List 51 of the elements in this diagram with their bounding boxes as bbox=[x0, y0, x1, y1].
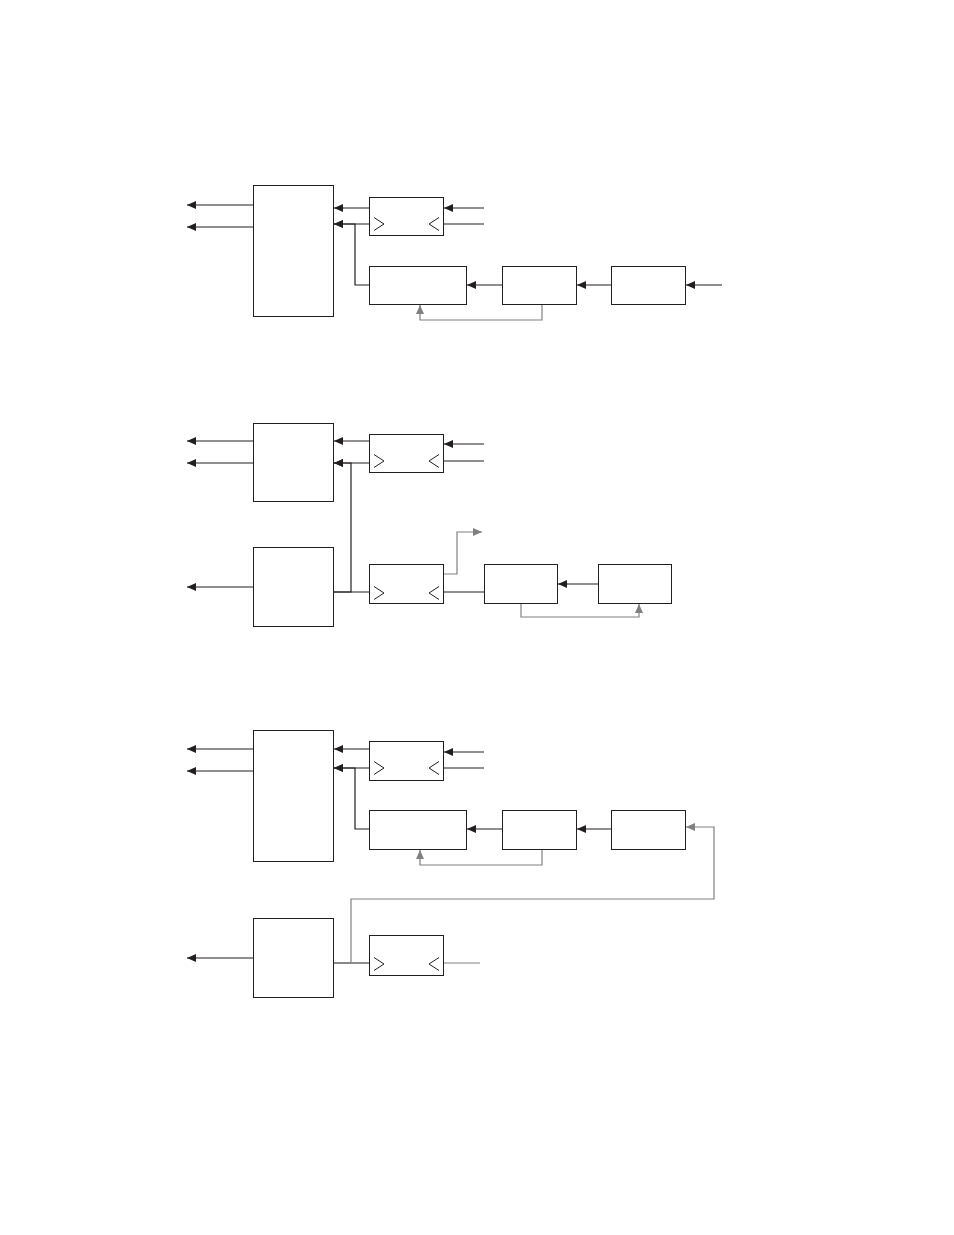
arrow bbox=[416, 304, 543, 321]
arrow bbox=[186, 437, 254, 445]
connector-line bbox=[443, 767, 485, 769]
arrow bbox=[186, 223, 254, 231]
arrow bbox=[443, 528, 483, 575]
arrow bbox=[333, 823, 715, 964]
connector-line bbox=[443, 460, 485, 462]
arrow bbox=[333, 745, 370, 753]
arrow bbox=[333, 204, 370, 212]
arrow bbox=[443, 440, 485, 448]
block-box bbox=[369, 935, 444, 976]
arrow bbox=[576, 825, 612, 833]
block-box bbox=[611, 266, 686, 305]
arrow bbox=[186, 954, 254, 962]
block-box bbox=[369, 266, 467, 305]
connector-line bbox=[443, 223, 485, 225]
arrow bbox=[466, 281, 503, 289]
arrow bbox=[186, 459, 254, 467]
arrow bbox=[333, 437, 370, 445]
arrow bbox=[186, 201, 254, 209]
block-box bbox=[369, 434, 444, 473]
block-box bbox=[253, 730, 334, 862]
connector-line bbox=[443, 591, 485, 593]
block-box bbox=[611, 810, 686, 850]
block-box bbox=[369, 741, 444, 781]
arrow bbox=[186, 767, 254, 775]
arrow bbox=[333, 459, 352, 593]
block-box bbox=[253, 423, 334, 502]
arrow bbox=[443, 204, 485, 212]
arrow bbox=[416, 849, 543, 866]
arrow bbox=[186, 583, 254, 591]
arrow bbox=[443, 748, 485, 756]
arrow bbox=[557, 580, 599, 588]
block-box bbox=[502, 266, 577, 305]
arrow bbox=[466, 825, 503, 833]
block-box bbox=[484, 564, 558, 604]
block-box bbox=[369, 197, 444, 236]
arrow bbox=[685, 281, 723, 289]
block-box bbox=[369, 810, 467, 850]
arrow bbox=[333, 764, 370, 830]
arrow bbox=[333, 220, 370, 286]
arrow bbox=[520, 603, 643, 618]
connector-line bbox=[443, 962, 481, 964]
block-box bbox=[502, 810, 577, 850]
block-box bbox=[253, 918, 334, 998]
block-box bbox=[369, 564, 444, 604]
arrow bbox=[576, 281, 612, 289]
block-box bbox=[253, 547, 334, 627]
block-box bbox=[253, 185, 334, 317]
block-box bbox=[598, 564, 672, 604]
arrow bbox=[186, 745, 254, 753]
